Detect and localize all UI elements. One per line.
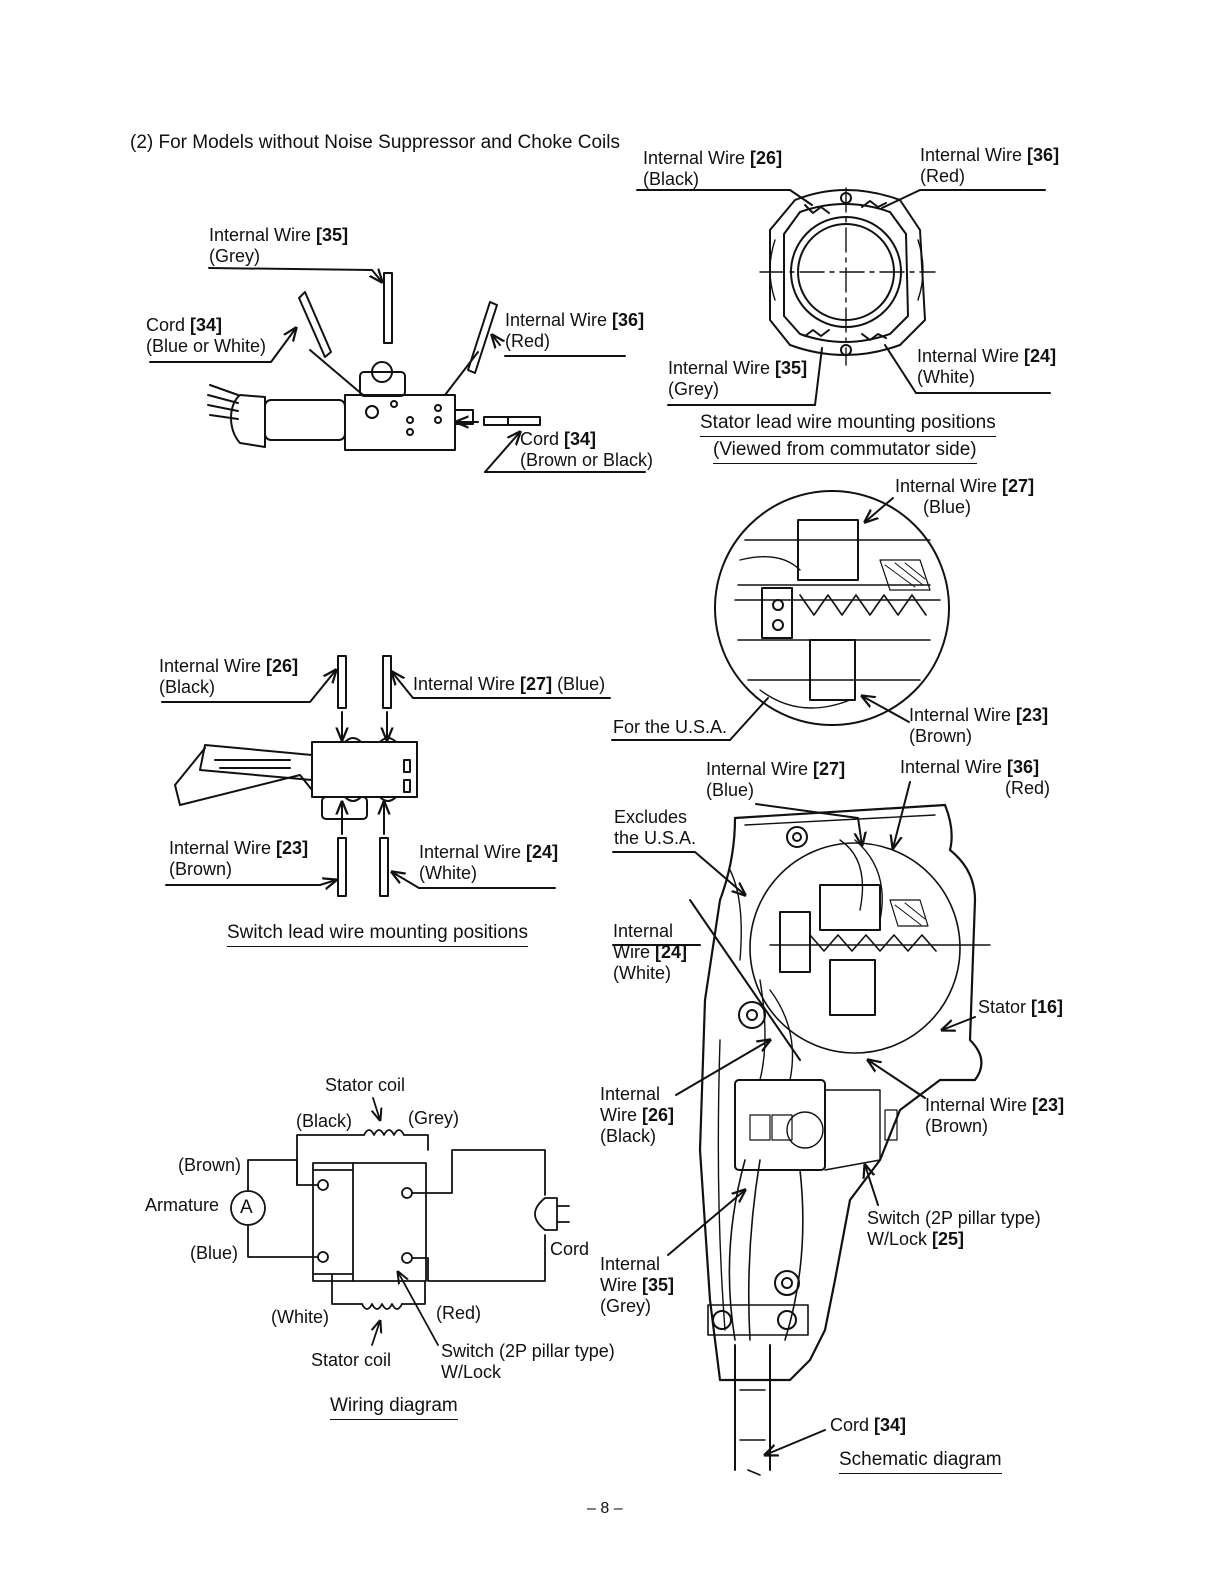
label-for-usa: For the U.S.A. [613,717,728,737]
label-black: (Black) [296,1111,353,1131]
label-blue: (Blue) [190,1243,239,1263]
label-cord: Cord [550,1239,590,1259]
page-heading: (2) For Models without Noise Suppressor … [130,132,620,153]
caption-wiring: Wiring diagram [330,1395,458,1420]
label-brown: (Brown) [178,1155,242,1175]
label-stator-wire-35: Internal Wire [35] (Grey) [668,358,808,399]
label-sch-wire-35: Internal Wire [35] (Grey) [600,1254,675,1316]
label-switch-wire-27: Internal Wire [27] (Blue) [413,674,606,694]
caption-schematic: Schematic diagram [839,1449,1002,1474]
label-excludes-usa: Excludes the U.S.A. [614,807,697,848]
label-cord-34-a: Cord [34] (Blue or White) [146,315,267,356]
label-sch-wire-27: Internal Wire [27] (Blue) [706,759,846,800]
stator-view-drawing [636,187,1051,406]
label-stator-wire-26: Internal Wire [26] (Black) [643,148,783,189]
label-switch-wire-26: Internal Wire [26] (Black) [159,656,299,697]
label-white: (White) [271,1307,329,1327]
switch-mid-drawing [161,655,611,897]
wiring-diagram-drawing [230,1097,570,1346]
label-sch-wire-23: Internal Wire [23] (Brown) [925,1095,1065,1136]
label-usa-wire-27: Internal Wire [27] (Blue) [895,476,1035,517]
caption-stator-sub: (Viewed from commutator side) [713,439,977,464]
label-wire-35-top: Internal Wire [35] (Grey) [209,225,349,266]
label-sch-switch-25: Switch (2P pillar type) W/Lock [25] [867,1208,1041,1249]
label-switch-wire-24: Internal Wire [24] (White) [419,842,559,883]
label-switch-type: Switch (2P pillar type) W/Lock [441,1341,615,1382]
switch-top-drawing [149,267,646,473]
caption-switch: Switch lead wire mounting positions [227,922,528,947]
label-stator-coil-bottom: Stator coil [311,1350,392,1370]
page-number: – 8 – [587,1500,623,1517]
label-cord-34-b: Cord [34] (Brown or Black) [520,429,654,470]
label-sch-wire-24: Internal Wire [24] (White) [613,921,688,983]
label-usa-wire-23: Internal Wire [23] (Brown) [909,705,1049,746]
label-switch-wire-23: Internal Wire [23] (Brown) [169,838,309,879]
label-sch-wire-36: Internal Wire [36] (Red) [900,757,1051,798]
usa-circle-drawing [611,490,950,741]
label-sch-wire-26: Internal Wire [26] (Black) [600,1084,675,1146]
label-wire-36-top: Internal Wire [36] (Red) [505,310,645,351]
label-sch-cord-34: Cord [34] [830,1415,907,1435]
label-armature: Armature [145,1195,220,1215]
label-grey: (Grey) [408,1108,459,1128]
motor-symbol: A [240,1197,253,1218]
label-stator-wire-24: Internal Wire [24] (White) [917,346,1057,387]
label-stator-16: Stator [16] [978,997,1064,1017]
label-stator-coil-top: Stator coil [325,1075,406,1095]
label-red: (Red) [436,1303,482,1323]
label-stator-wire-36: Internal Wire [36] (Red) [920,145,1060,186]
caption-stator: Stator lead wire mounting positions [700,412,996,437]
schematic-drawing [612,781,991,1476]
